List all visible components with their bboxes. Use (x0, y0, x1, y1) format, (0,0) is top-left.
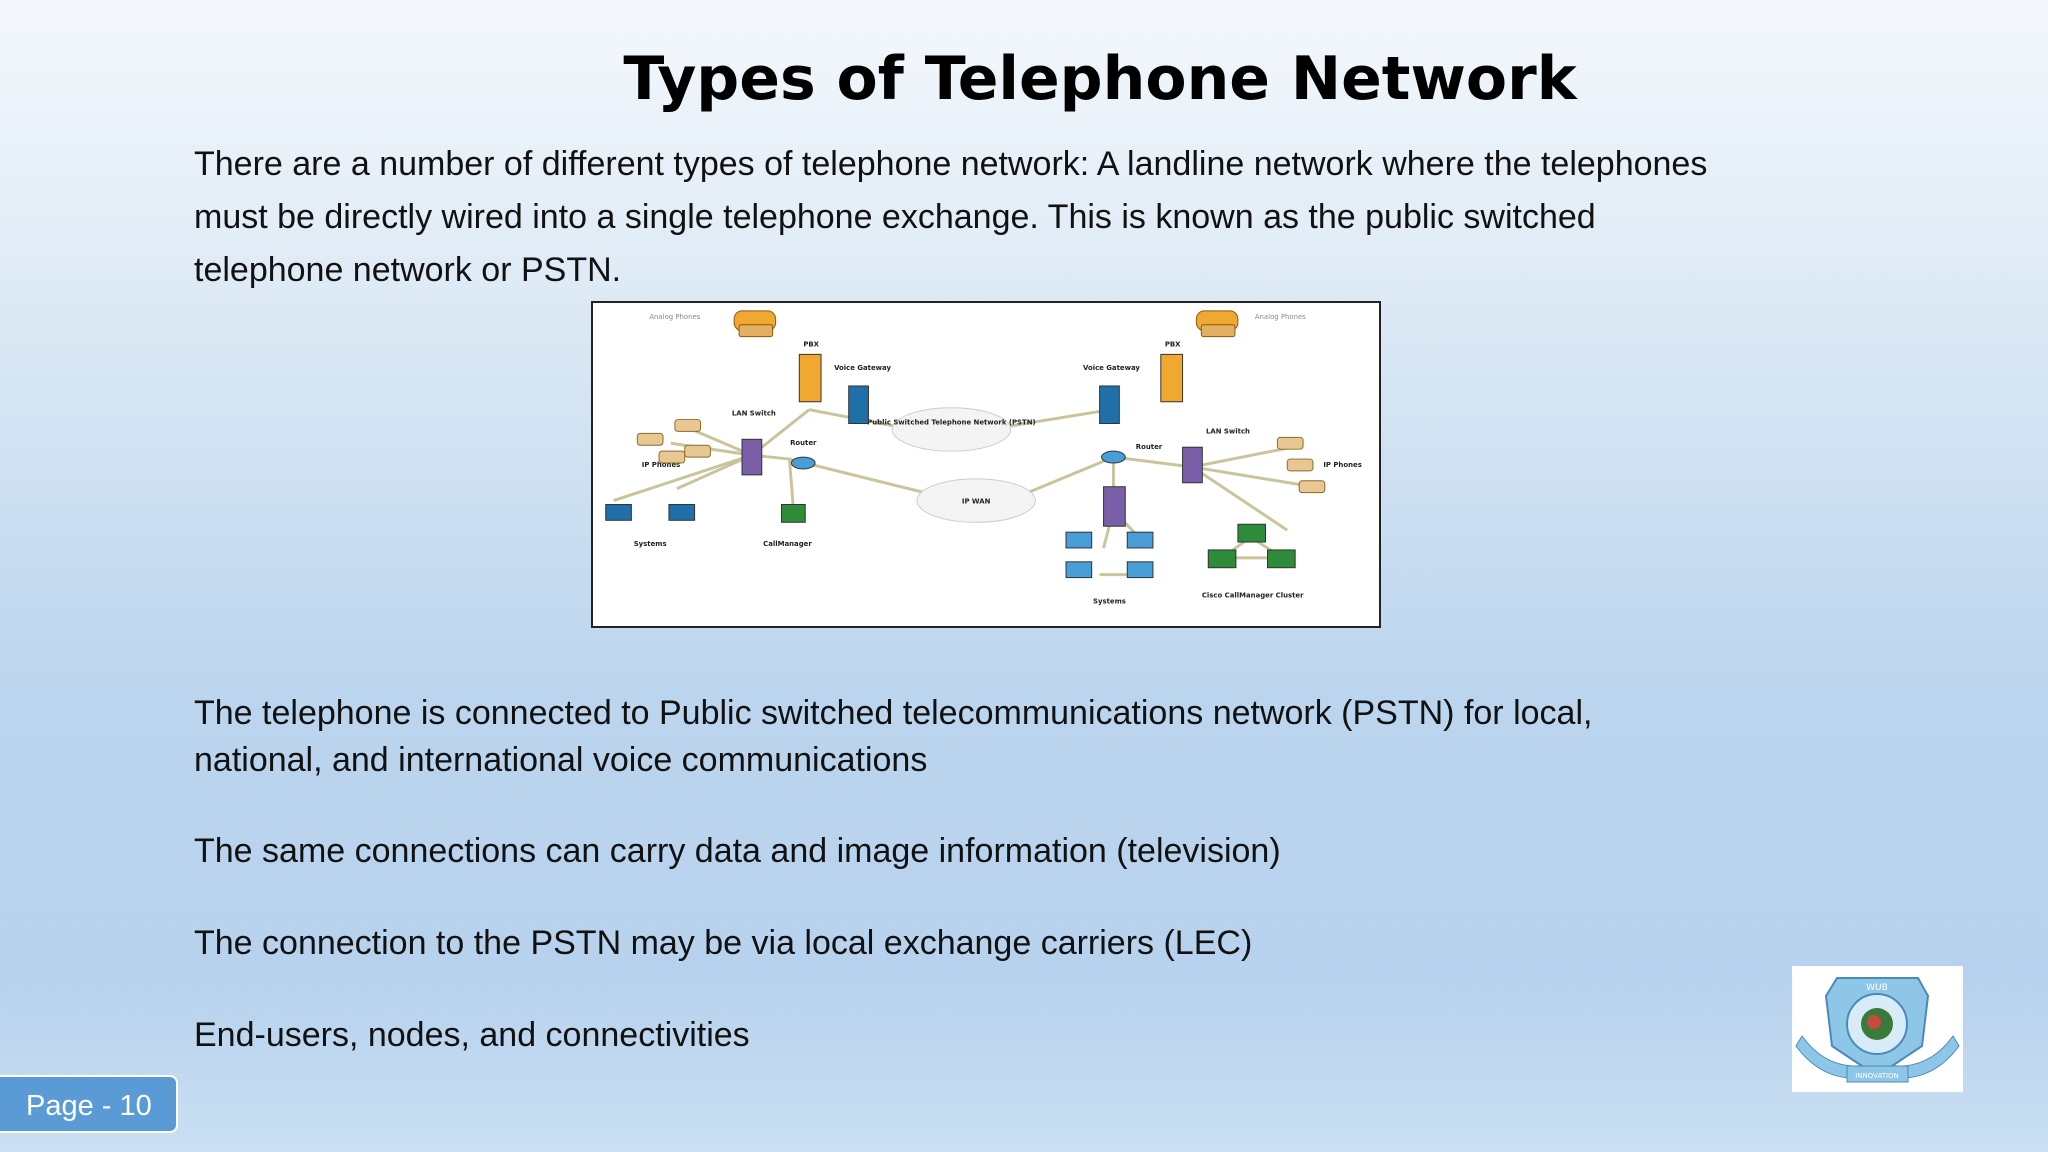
left-analog-phone-icon (733, 310, 777, 338)
pstn-cloud: Public Switched Telephone Network (PSTN) (867, 407, 1036, 452)
bullet-1: The telephone is connected to Public swi… (194, 694, 1593, 779)
bullet-4: End-users, nodes, and connectivities (194, 1016, 750, 1054)
left-pbx-label: PBX (803, 340, 819, 348)
svg-text:Public Switched Telephone Netw: Public Switched Telephone Network (PSTN) (867, 418, 1036, 426)
right-ip-phones-label: IP Phones (1323, 461, 1361, 469)
right-systems-icons (1065, 531, 1154, 579)
slide-title: Types of Telephone Network (623, 44, 1577, 114)
right-pbx-icon (1160, 353, 1184, 403)
right-router-icon (1101, 450, 1126, 464)
bullet-3: The connection to the PSTN may be via lo… (194, 924, 1253, 962)
right-cluster-label: Cisco CallManager Cluster (1202, 591, 1304, 599)
left-systems-label: Systems (634, 540, 667, 548)
right-gateway-label: Voice Gateway (1083, 364, 1140, 372)
left-gateway-label: Voice Gateway (834, 364, 891, 372)
page-number-badge: Page - 10 (0, 1075, 178, 1133)
left-callmanager-label: CallManager (763, 540, 812, 548)
right-gateway-icon (1099, 385, 1120, 425)
right-server-icon (1103, 486, 1126, 527)
left-ip-phones-label: IP Phones (642, 461, 680, 469)
right-analog-label: Analog Phones (1255, 313, 1306, 321)
right-ip-phone-icons (1276, 436, 1326, 494)
left-ip-phone-icons (636, 419, 711, 464)
left-callmanager-icon (781, 504, 806, 523)
bullet-2: The same connections can carry data and … (194, 832, 1281, 870)
left-router-icon (790, 456, 816, 470)
left-analog-label: Analog Phones (649, 313, 700, 321)
left-gateway-icon (848, 385, 869, 425)
network-diagram: Public Switched Telephone Network (PSTN)… (591, 301, 1381, 628)
left-systems-icons (605, 504, 696, 521)
logo-top-text: WUB (1866, 983, 1888, 993)
logo-bottom-text: INNOVATION (1855, 1072, 1899, 1080)
right-systems-label: Systems (1093, 597, 1126, 605)
right-router-label: Router (1136, 443, 1163, 451)
university-logo: WUB INNOVATION (1792, 966, 1963, 1092)
right-cluster-icons (1207, 523, 1296, 569)
right-switch-label: LAN Switch (1206, 427, 1250, 435)
right-switch-icon (1182, 446, 1203, 484)
left-router-label: Router (790, 439, 817, 447)
svg-text:IP WAN: IP WAN (962, 498, 991, 506)
intro-paragraph: There are a number of different types of… (194, 145, 1708, 289)
ip-wan-cloud: IP WAN (916, 478, 1036, 523)
left-switch-label: LAN Switch (732, 410, 776, 418)
left-pbx-icon (798, 353, 822, 403)
right-analog-phone-icon (1195, 310, 1239, 338)
left-switch-icon (741, 438, 763, 476)
right-pbx-label: PBX (1165, 340, 1181, 348)
